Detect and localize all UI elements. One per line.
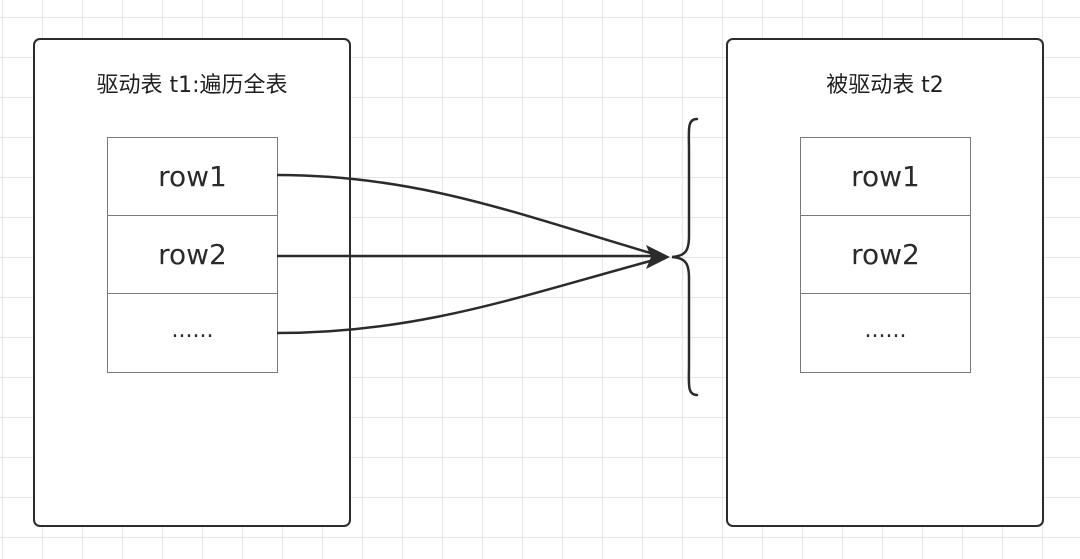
arrowhead-icon	[646, 245, 670, 269]
driving-table-title: 驱动表 t1:遍历全表	[96, 73, 288, 98]
driving-row-1: row1	[108, 138, 277, 216]
curly-brace-icon	[671, 117, 699, 397]
driving-row-more: ......	[171, 317, 214, 343]
driven-table-panel: 被驱动表 t2 row1 row2 ......	[726, 38, 1044, 527]
driven-row-2: row2	[801, 216, 970, 294]
driven-row-1: row1	[801, 138, 970, 216]
driving-table-panel: 驱动表 t1:遍历全表 row1 row2 ......	[33, 38, 351, 527]
driven-row-more: ......	[864, 317, 907, 343]
driven-table-title: 被驱动表 t2	[826, 73, 944, 98]
driving-row-2: row2	[108, 216, 277, 294]
driving-table-rows: row1 row2 ......	[107, 137, 278, 373]
driven-table-rows: row1 row2 ......	[800, 137, 971, 373]
